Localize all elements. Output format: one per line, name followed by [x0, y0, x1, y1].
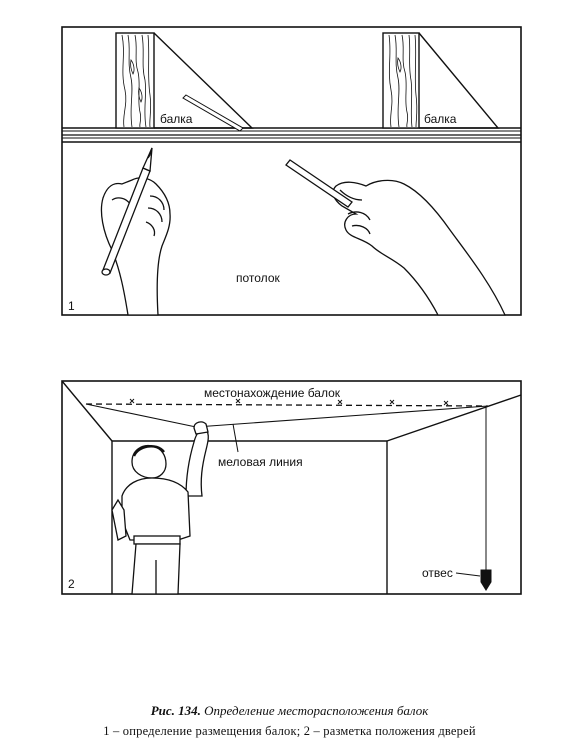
panel-1-frame — [61, 26, 522, 316]
worker-figure — [111, 421, 209, 595]
panel-1-number: 1 — [68, 299, 75, 313]
plumb-label: отвес — [422, 566, 453, 580]
beam-left — [115, 32, 155, 129]
chalk-line — [85, 403, 489, 428]
chalk-line-label: меловая линия — [218, 455, 303, 469]
ceiling-label: потолок — [236, 271, 280, 285]
plumb-bob-icon — [480, 569, 492, 591]
beams-location-label: местонахождение балок — [204, 386, 341, 400]
figure-title: Определение месторасположения балок — [204, 703, 429, 718]
left-hand-with-pencil — [100, 147, 171, 316]
beam-location-dashed-line — [85, 403, 489, 407]
ceiling-surface — [62, 127, 521, 143]
beam-marks — [129, 398, 449, 406]
chalk-line-leader — [232, 423, 239, 453]
beam-left-brace — [153, 32, 254, 129]
panel-2-frame — [61, 380, 522, 595]
panel-2: местонахождение балок меловая линия — [61, 380, 522, 595]
right-hand-with-pencil — [285, 159, 507, 316]
plumb-leader — [455, 572, 481, 577]
figure-caption-legend: 1 – определение размещения балок; 2 – ра… — [103, 724, 476, 738]
beam-label-right: балка — [424, 112, 457, 126]
pencil-small-icon — [182, 94, 244, 132]
figure-caption-title: Рис. 134. Определение месторасположения … — [0, 703, 579, 719]
room-perspective — [61, 380, 522, 594]
panel-2-number: 2 — [68, 577, 75, 591]
figure-number: Рис. 134. — [150, 703, 201, 718]
beam-right-brace — [418, 32, 500, 129]
beam-right — [382, 32, 420, 129]
panel-1: балка балка — [61, 26, 522, 316]
beam-label-left: балка — [160, 112, 193, 126]
